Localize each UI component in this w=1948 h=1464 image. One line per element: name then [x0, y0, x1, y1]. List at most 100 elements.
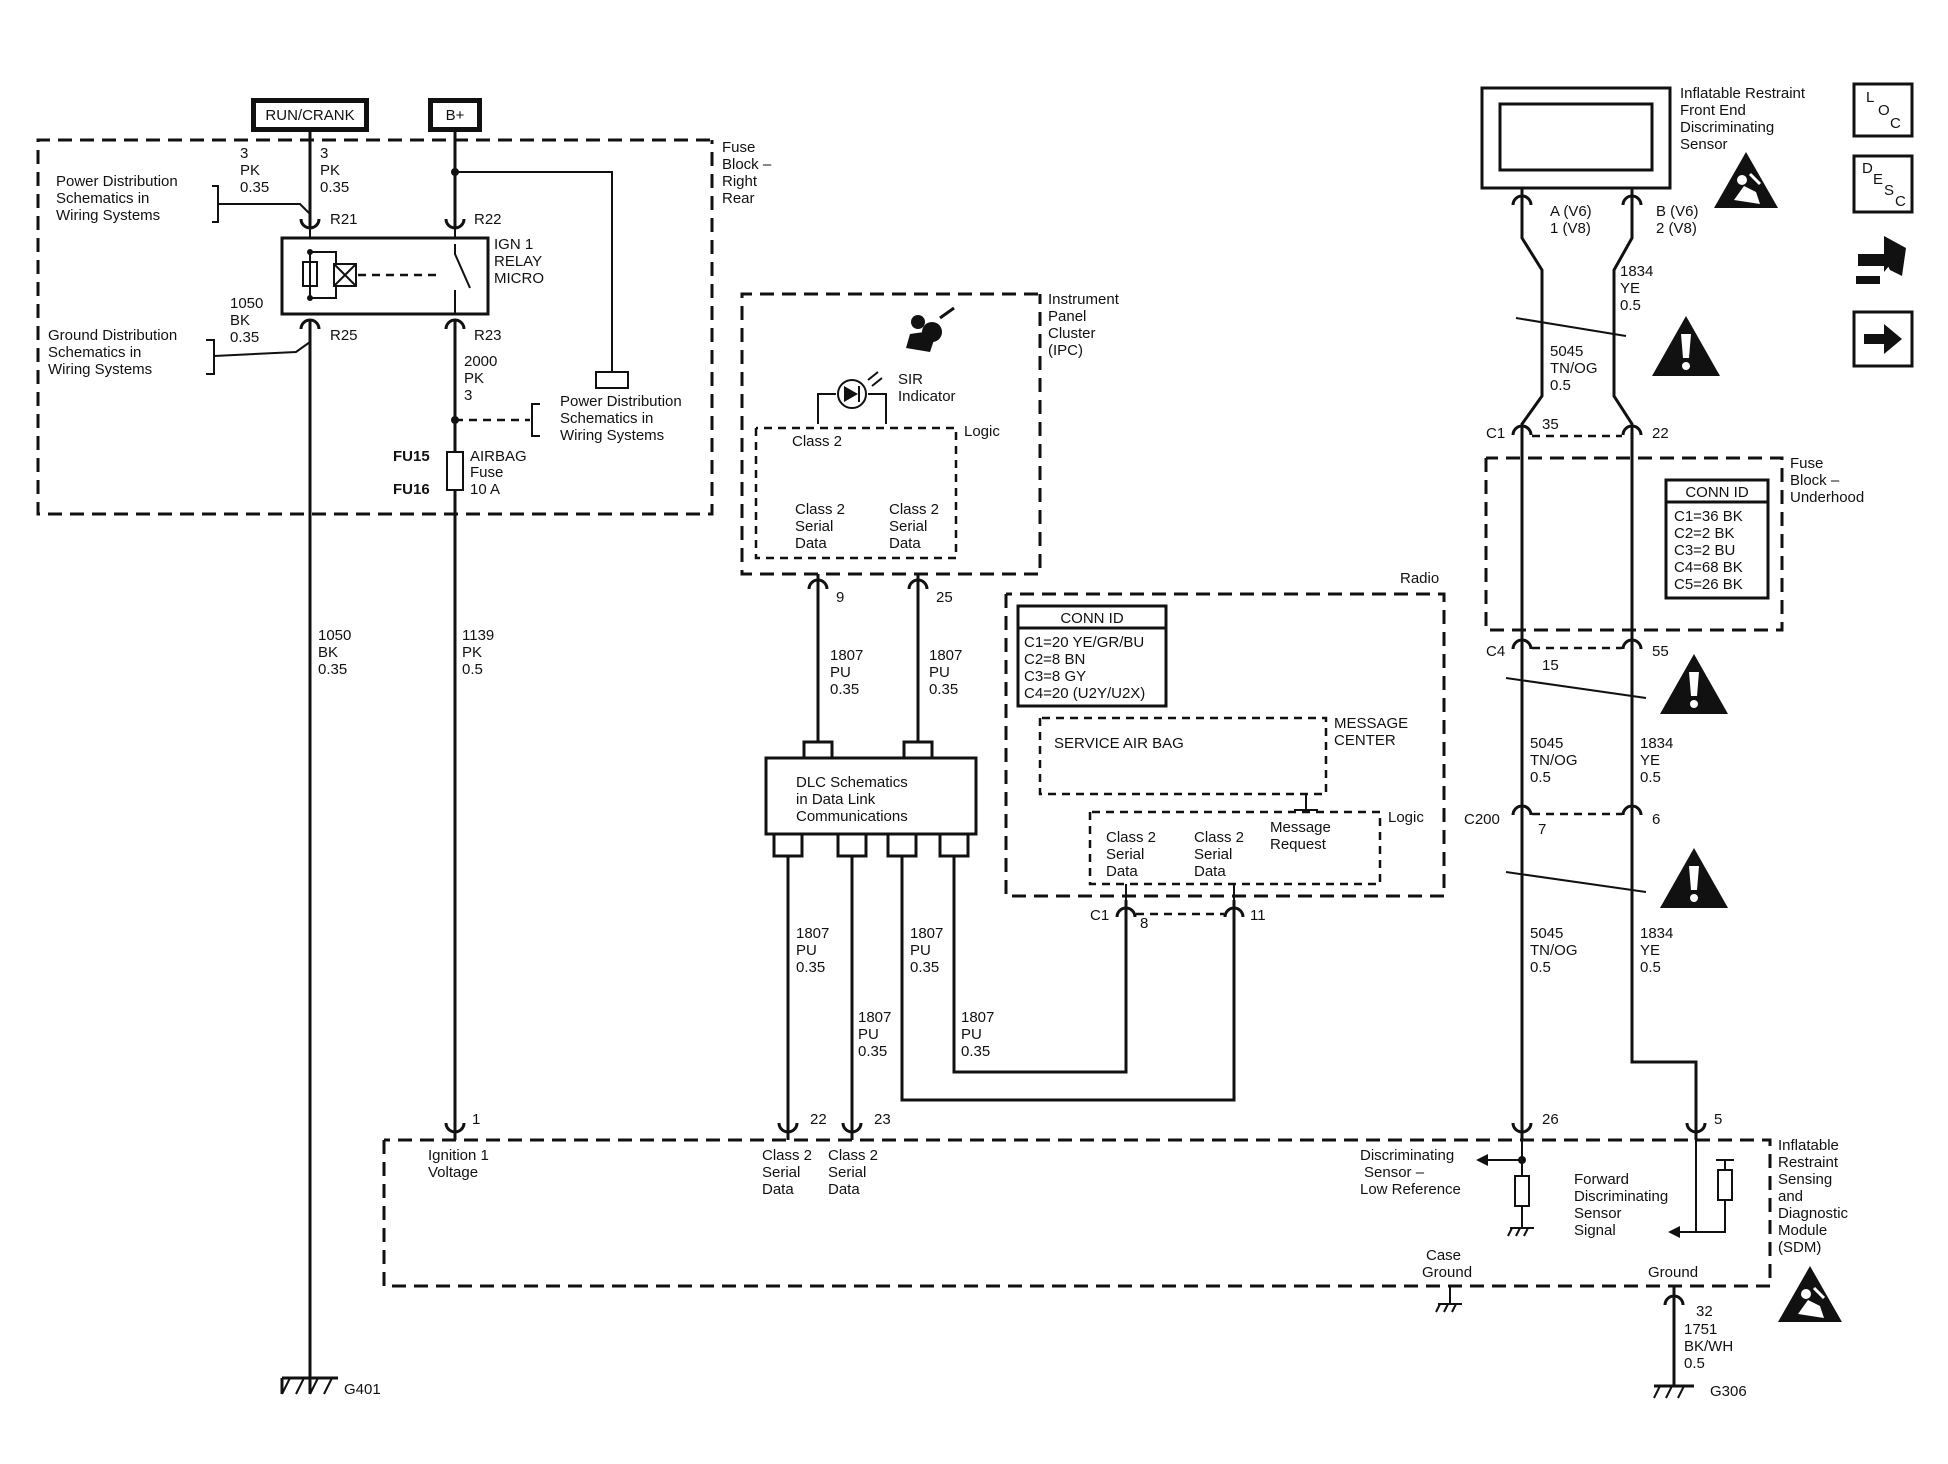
underhood-title-3: Underhood: [1790, 489, 1864, 506]
wire-1139-number: 1139: [462, 627, 494, 644]
loc-icon-l: L: [1866, 89, 1874, 106]
g401-label: G401: [344, 1381, 381, 1398]
fuse-label-3: 10 A: [470, 481, 500, 498]
underhood-conn-c4: C4=68 BK: [1674, 559, 1743, 576]
message-request-label-2: Request: [1270, 836, 1327, 853]
ground-dist-3: Wiring Systems: [48, 361, 152, 378]
sensor-title-3: Discriminating: [1680, 119, 1774, 136]
radio-conn-title: CONN ID: [1060, 610, 1124, 627]
sir-led-icon: [837, 379, 867, 409]
sensor-title-2: Front End: [1680, 102, 1746, 119]
sdm-gnd-wire-size: 0.5: [1684, 1355, 1705, 1372]
dlc-wire-2-number: 1807: [858, 1009, 891, 1026]
connector-tool-icon[interactable]: [1856, 236, 1906, 284]
service-air-bag-message: SERVICE AIR BAG: [1054, 735, 1184, 752]
sdm-pin-5-label: 5: [1714, 1111, 1722, 1128]
c1-connector-label: C1: [1486, 425, 1505, 442]
dlc-wire-4-number: 1807: [961, 1009, 994, 1026]
wire-r21-right-color: PK: [320, 162, 340, 179]
ipc-title-1: Instrument: [1048, 291, 1120, 308]
airbag-indicator-icon: [906, 306, 955, 352]
sdm-title-4: and: [1778, 1188, 1803, 1205]
radio-pin-11-label: 11: [1250, 907, 1266, 924]
wire-ye-top-color: YE: [1620, 280, 1640, 297]
power-dist-right-2: Schematics in: [560, 410, 653, 427]
radio-serial-a-3: Data: [1106, 863, 1138, 880]
dlc-wire-1-size: 0.35: [796, 959, 825, 976]
sdm-forward-2: Discriminating: [1574, 1188, 1668, 1205]
wire-1050-color: BK: [318, 644, 338, 661]
pin-r23: [444, 318, 466, 342]
b-plus-source: B+: [428, 98, 482, 132]
ipc-title-3: Cluster: [1048, 325, 1096, 342]
dlc-wire-3-number: 1807: [910, 925, 943, 942]
sdm-airbag-warning-icon: [1776, 1264, 1844, 1324]
loc-icon[interactable]: L O C: [1852, 82, 1914, 138]
c200-pin-6-label: 6: [1652, 811, 1660, 828]
power-dist-right-3: Wiring Systems: [560, 427, 664, 444]
instrument-panel-cluster: Instrument Panel Cluster (IPC) SIR Indic…: [740, 291, 1120, 576]
sdm-pin-26: [1511, 1110, 1533, 1134]
pin-r22-label: R22: [474, 211, 502, 228]
c200-pin-7-label: 7: [1538, 821, 1546, 838]
dlc-wire-1-color: PU: [796, 942, 817, 959]
wire-r25-size: 0.35: [230, 329, 259, 346]
dlc-schematics-box: DLC Schematics in Data Link Communicatio…: [764, 740, 978, 858]
radio-serial-b-1: Class 2: [1194, 829, 1244, 846]
wire-r23-color: PK: [464, 370, 484, 387]
power-dist-left-2: Schematics in: [56, 190, 149, 207]
underhood-conn-c2: C2=2 BK: [1674, 525, 1734, 542]
ign1-relay: [280, 236, 490, 316]
fuse-block-underhood: Fuse Block – Underhood CONN ID C1=36 BK …: [1484, 455, 1864, 632]
desc-icon[interactable]: D E S C: [1852, 154, 1914, 214]
wire-ye-low-number: 1834: [1640, 925, 1673, 942]
sir-indicator-label-1: SIR: [898, 371, 923, 388]
sensor-pin-b-label-2: 2 (V8): [1656, 220, 1697, 237]
sdm-pin-23: [841, 1110, 863, 1134]
ipc-wire-a-color: PU: [830, 664, 851, 681]
sdm-pin-1: [444, 1110, 466, 1134]
ground-g401: G401: [280, 1376, 381, 1398]
b-plus-label: B+: [446, 107, 465, 124]
airbag-fuse: [446, 451, 464, 491]
fuse-block-rear-title-4: Rear: [722, 190, 755, 207]
ground-g306: G306: [1653, 1383, 1747, 1400]
wire-ye-low-color: YE: [1640, 942, 1660, 959]
fuse-label-2: Fuse: [470, 464, 503, 481]
dlc-label-2: in Data Link: [796, 791, 876, 808]
wire-r23-size: 3: [464, 387, 472, 404]
desc-icon-c: C: [1895, 193, 1906, 210]
sdm-serial-a-1: Class 2: [762, 1147, 812, 1164]
g306-label: G306: [1710, 1383, 1747, 1400]
sdm-title-3: Sensing: [1778, 1171, 1832, 1188]
sdm-title-7: (SDM): [1778, 1239, 1821, 1256]
sir-indicator-label-2: Indicator: [898, 388, 956, 405]
arrow-right-icon[interactable]: [1852, 310, 1914, 368]
ipc-serial-b-2: Serial: [889, 518, 927, 535]
underhood-conn-c5: C5=26 BK: [1674, 576, 1743, 593]
wire-tn-top-color: TN/OG: [1550, 360, 1598, 377]
sdm-title-6: Module: [1778, 1222, 1827, 1239]
ipc-serial-a-3: Data: [795, 535, 827, 552]
sdm-module: Inflatable Restraint Sensing and Diagnos…: [382, 1122, 1849, 1313]
run-crank-label: RUN/CRANK: [265, 107, 354, 124]
sdm-pin-22-label: 22: [810, 1111, 827, 1128]
wire-1139-color: PK: [462, 644, 482, 661]
dlc-wire-3-color: PU: [910, 942, 931, 959]
fuse-block-rear-title-2: Block –: [722, 156, 772, 173]
underhood-conn-id-table: [1664, 478, 1770, 600]
wire-tn-low-size: 0.5: [1530, 959, 1551, 976]
wire-tn-mid-color: TN/OG: [1530, 752, 1578, 769]
ipc-pin-9: [807, 578, 829, 602]
radio-serial-b-2: Serial: [1194, 846, 1232, 863]
sdm-pin-1-label: 1: [472, 1111, 480, 1128]
radio-c1-label: C1: [1090, 907, 1109, 924]
ground-dist-1: Ground Distribution: [48, 327, 177, 344]
sensor-pin-a-label-2: 1 (V8): [1550, 220, 1591, 237]
dlc-wire-2-size: 0.35: [858, 1043, 887, 1060]
warning-icon-3: [1660, 848, 1728, 908]
sensor-title-1: Inflatable Restraint: [1680, 85, 1806, 102]
wire-r23-number: 2000: [464, 353, 497, 370]
relay-label-1: IGN 1: [494, 236, 533, 253]
underhood-conn-c1: C1=36 BK: [1674, 508, 1743, 525]
